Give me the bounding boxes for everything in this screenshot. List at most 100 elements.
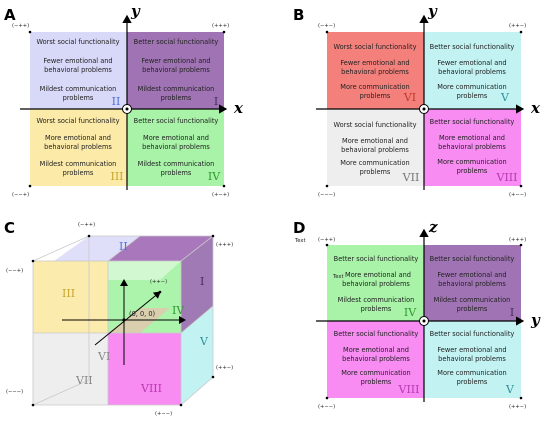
roman-numeral: VI: [403, 91, 416, 104]
quadrant-text: problems: [360, 92, 391, 100]
corner-dot: [325, 184, 329, 188]
corner-dot: [28, 30, 32, 34]
corner-label: (+++): [216, 242, 233, 248]
quadrant-text: Better social functionality: [430, 330, 515, 338]
corner-label: (−++): [78, 222, 95, 228]
quadrant-text: Better social functionality: [334, 330, 419, 338]
roman-numeral: III: [110, 170, 123, 183]
quadrant-text: behavioral problems: [142, 143, 210, 151]
quadrant-text: behavioral problems: [341, 68, 409, 76]
panel-label-c: C: [4, 219, 15, 237]
quadrant-text: Fewer emotional and: [437, 59, 506, 67]
roman-numeral: VII: [75, 374, 93, 387]
corner-dot: [222, 184, 226, 188]
quadrant-i-bg: [127, 32, 224, 109]
quadrant-text: More emotional and: [345, 271, 411, 279]
quadrant-text: Better social functionality: [430, 255, 515, 263]
quadrant-text: Fewer emotional and: [340, 59, 409, 67]
cube-face-i: [181, 236, 213, 333]
corner-dot: [519, 396, 523, 400]
quadrant-text: More emotional and: [45, 134, 111, 142]
quadrant-text: Fewer emotional and: [43, 57, 112, 65]
quadrant-text: behavioral problems: [438, 143, 506, 151]
quadrant-text: Fewer emotional and: [437, 346, 506, 354]
corner-dot: [211, 375, 215, 379]
cube-y-axis: [94, 291, 161, 346]
axis-label-y: y: [130, 2, 141, 20]
quadrant-text: behavioral problems: [44, 66, 112, 74]
quadrant-text: Mildest communication: [138, 160, 215, 168]
origin-dot: [422, 319, 426, 323]
corner-label: (++−): [509, 23, 526, 29]
roman-numeral: II: [112, 95, 121, 108]
quadrant-text: problems: [360, 168, 391, 176]
axis-label-y: y: [427, 2, 438, 20]
quadrant-text: Worst social functionality: [36, 117, 119, 125]
quadrant-text: Better social functionality: [134, 117, 219, 125]
quadrant-text: problems: [161, 169, 192, 177]
roman-numeral: V: [500, 91, 510, 104]
corner-label: (+++): [212, 23, 229, 29]
panel-label-b: B: [293, 6, 304, 24]
roman-numeral: I: [214, 95, 218, 108]
corner-dot: [519, 243, 523, 247]
corner-label: (−++): [12, 23, 29, 29]
roman-numeral: VII: [402, 171, 420, 184]
quadrant-text: behavioral problems: [342, 280, 410, 288]
quadrant-text: Mildest communication: [338, 296, 415, 304]
quadrant-vi-bg: [327, 32, 424, 109]
quadrant-text: behavioral problems: [44, 143, 112, 151]
quadrant-text: Mildest communication: [40, 85, 117, 93]
cube-origin-label: (0, 0, 0): [129, 310, 155, 318]
roman-numeral: VIII: [496, 171, 518, 184]
corner-label: (+−−): [509, 192, 526, 198]
corner-dot: [222, 30, 226, 34]
panel-label-d: D: [293, 219, 305, 237]
corner-label: (−−−): [6, 389, 23, 395]
panel-a: A Worst social functionality Fewer emoti…: [4, 2, 244, 198]
quadrant-text: More emotional and: [343, 346, 409, 354]
cube-top-back-left: [54, 236, 140, 261]
quadrant-text: More emotional and: [439, 134, 505, 142]
quadrant-text: More communication: [340, 159, 409, 167]
axis-label-z: z: [428, 218, 438, 236]
corner-label: (−−−): [318, 192, 335, 198]
roman-numeral: V: [199, 335, 209, 348]
cube-top-back-right: [108, 236, 213, 261]
quadrant-v-bg: [424, 32, 521, 109]
quadrant-text: Worst social functionality: [36, 38, 119, 46]
quadrant-text: problems: [161, 94, 192, 102]
quadrant-text: More communication: [437, 369, 506, 377]
roman-numeral: IV: [172, 304, 185, 317]
note-text: Text: [332, 274, 344, 280]
corner-label: (++−): [216, 365, 233, 371]
quadrant-ii-bg: [30, 32, 127, 109]
quadrant-text: problems: [457, 92, 488, 100]
quadrant-text: problems: [361, 378, 392, 386]
axis-label-x: x: [530, 99, 541, 117]
quadrant-text: behavioral problems: [142, 66, 210, 74]
quadrant-text: behavioral problems: [438, 280, 506, 288]
roman-numeral: VIII: [398, 383, 420, 396]
quadrant-text: behavioral problems: [438, 68, 506, 76]
quadrant-text: behavioral problems: [438, 355, 506, 363]
corner-dot: [325, 243, 329, 247]
panel-d: D Text Better social functionality Text …: [293, 218, 541, 410]
corner-dot: [179, 403, 183, 407]
quadrant-text: More emotional and: [143, 134, 209, 142]
roman-numeral: II: [119, 240, 128, 253]
cube-face-viii: [108, 333, 181, 405]
quadrant-text: Worst social functionality: [333, 121, 416, 129]
cube-face-v: [181, 306, 213, 405]
corner-label: (−−+): [6, 268, 23, 274]
corner-dot: [211, 234, 215, 238]
quadrant-viii-bg: [424, 109, 521, 186]
quadrant-text: problems: [361, 305, 392, 313]
corner-dot: [158, 290, 162, 294]
corner-dot: [325, 30, 329, 34]
roman-numeral: IV: [404, 306, 417, 319]
quadrant-iii-bg: [30, 109, 127, 186]
roman-numeral: I: [510, 306, 514, 319]
axis-label-y: y: [530, 311, 541, 329]
roman-numeral: VI: [97, 350, 110, 363]
